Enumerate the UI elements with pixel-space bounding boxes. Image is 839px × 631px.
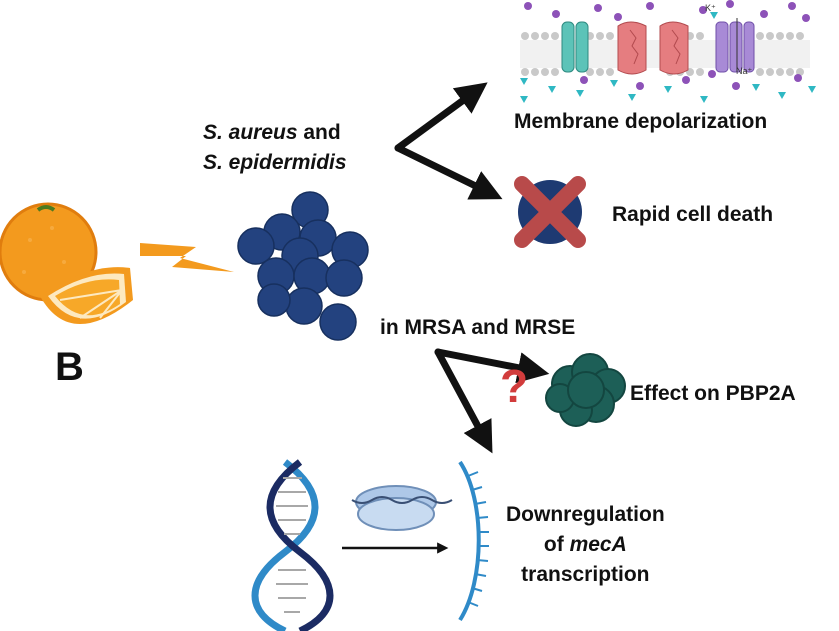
meca-line-3: transcription [521,563,650,586]
meca-line-2-prefix: of [543,533,570,556]
dna-helix-icon [251,459,334,631]
resistant-strains-label: in MRSA and MRSE [380,316,576,339]
organisms-label: S. aureus and S. epidermidis [203,118,347,178]
meca-gene: mecA [569,533,627,556]
dead-cell-icon [514,176,586,248]
species-and: and [297,121,341,144]
ion-na-label: Na⁺ [736,66,753,76]
mrna-strand-icon [458,460,489,622]
orange-fruit-icon [0,202,133,325]
pbp2a-label: Effect on PBP2A [630,382,796,405]
arrows-lower [434,348,550,454]
species-aureus: S. aureus [203,121,298,144]
ion-k-label: K⁺ [705,3,716,13]
lightning-icon [140,243,234,272]
ribosome-icon [351,485,453,531]
meca-label: Downregulation of mecA transcription [506,500,665,590]
panel-letter: B [55,345,84,389]
meca-line-1: Downregulation [506,503,665,526]
membrane-depolarization-label: Membrane depolarization [514,110,768,133]
species-epidermidis: S. epidermidis [203,151,347,174]
arrows-upper [394,82,503,200]
rapid-cell-death-label: Rapid cell death [612,203,774,226]
protein-icon [545,353,626,427]
bacteria-cluster-icon [237,191,369,341]
membrane-channels-icon [520,0,816,103]
question-mark: ? [500,360,528,412]
